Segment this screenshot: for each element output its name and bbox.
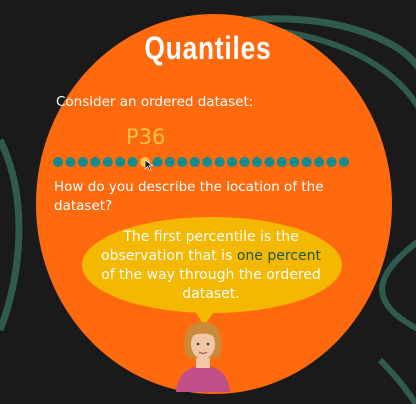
slide-title: Quantiles bbox=[144, 30, 272, 66]
data-point bbox=[289, 157, 300, 167]
data-point bbox=[189, 157, 200, 167]
data-point bbox=[177, 157, 188, 167]
intro-text: Consider an ordered dataset: bbox=[56, 94, 254, 110]
question-text: How do you describe the location of the … bbox=[54, 179, 324, 214]
data-point bbox=[326, 157, 337, 167]
percentile-label: P36 bbox=[126, 125, 166, 149]
data-point bbox=[301, 157, 312, 167]
data-point bbox=[65, 157, 76, 167]
data-point bbox=[214, 157, 225, 167]
data-point bbox=[53, 157, 63, 167]
data-point bbox=[77, 157, 88, 167]
data-point bbox=[90, 157, 101, 167]
bubble-text-part1: The first percentile is the observation … bbox=[101, 229, 299, 264]
data-point bbox=[152, 157, 163, 167]
data-point bbox=[202, 157, 213, 167]
data-point bbox=[264, 157, 275, 167]
data-point bbox=[164, 157, 175, 167]
data-point bbox=[127, 157, 138, 167]
data-point bbox=[115, 157, 126, 167]
data-point bbox=[339, 157, 349, 167]
bubble-highlight: one percent bbox=[236, 248, 321, 264]
data-point bbox=[239, 157, 250, 167]
bubble-text: The first percentile is the observation … bbox=[96, 228, 326, 304]
bubble-text-part2: of the way through the ordered dataset. bbox=[101, 267, 321, 302]
data-point bbox=[276, 157, 287, 167]
cursor-icon bbox=[144, 159, 154, 171]
data-point bbox=[314, 157, 325, 167]
data-point bbox=[227, 157, 238, 167]
data-point bbox=[102, 157, 113, 167]
data-point bbox=[251, 157, 262, 167]
